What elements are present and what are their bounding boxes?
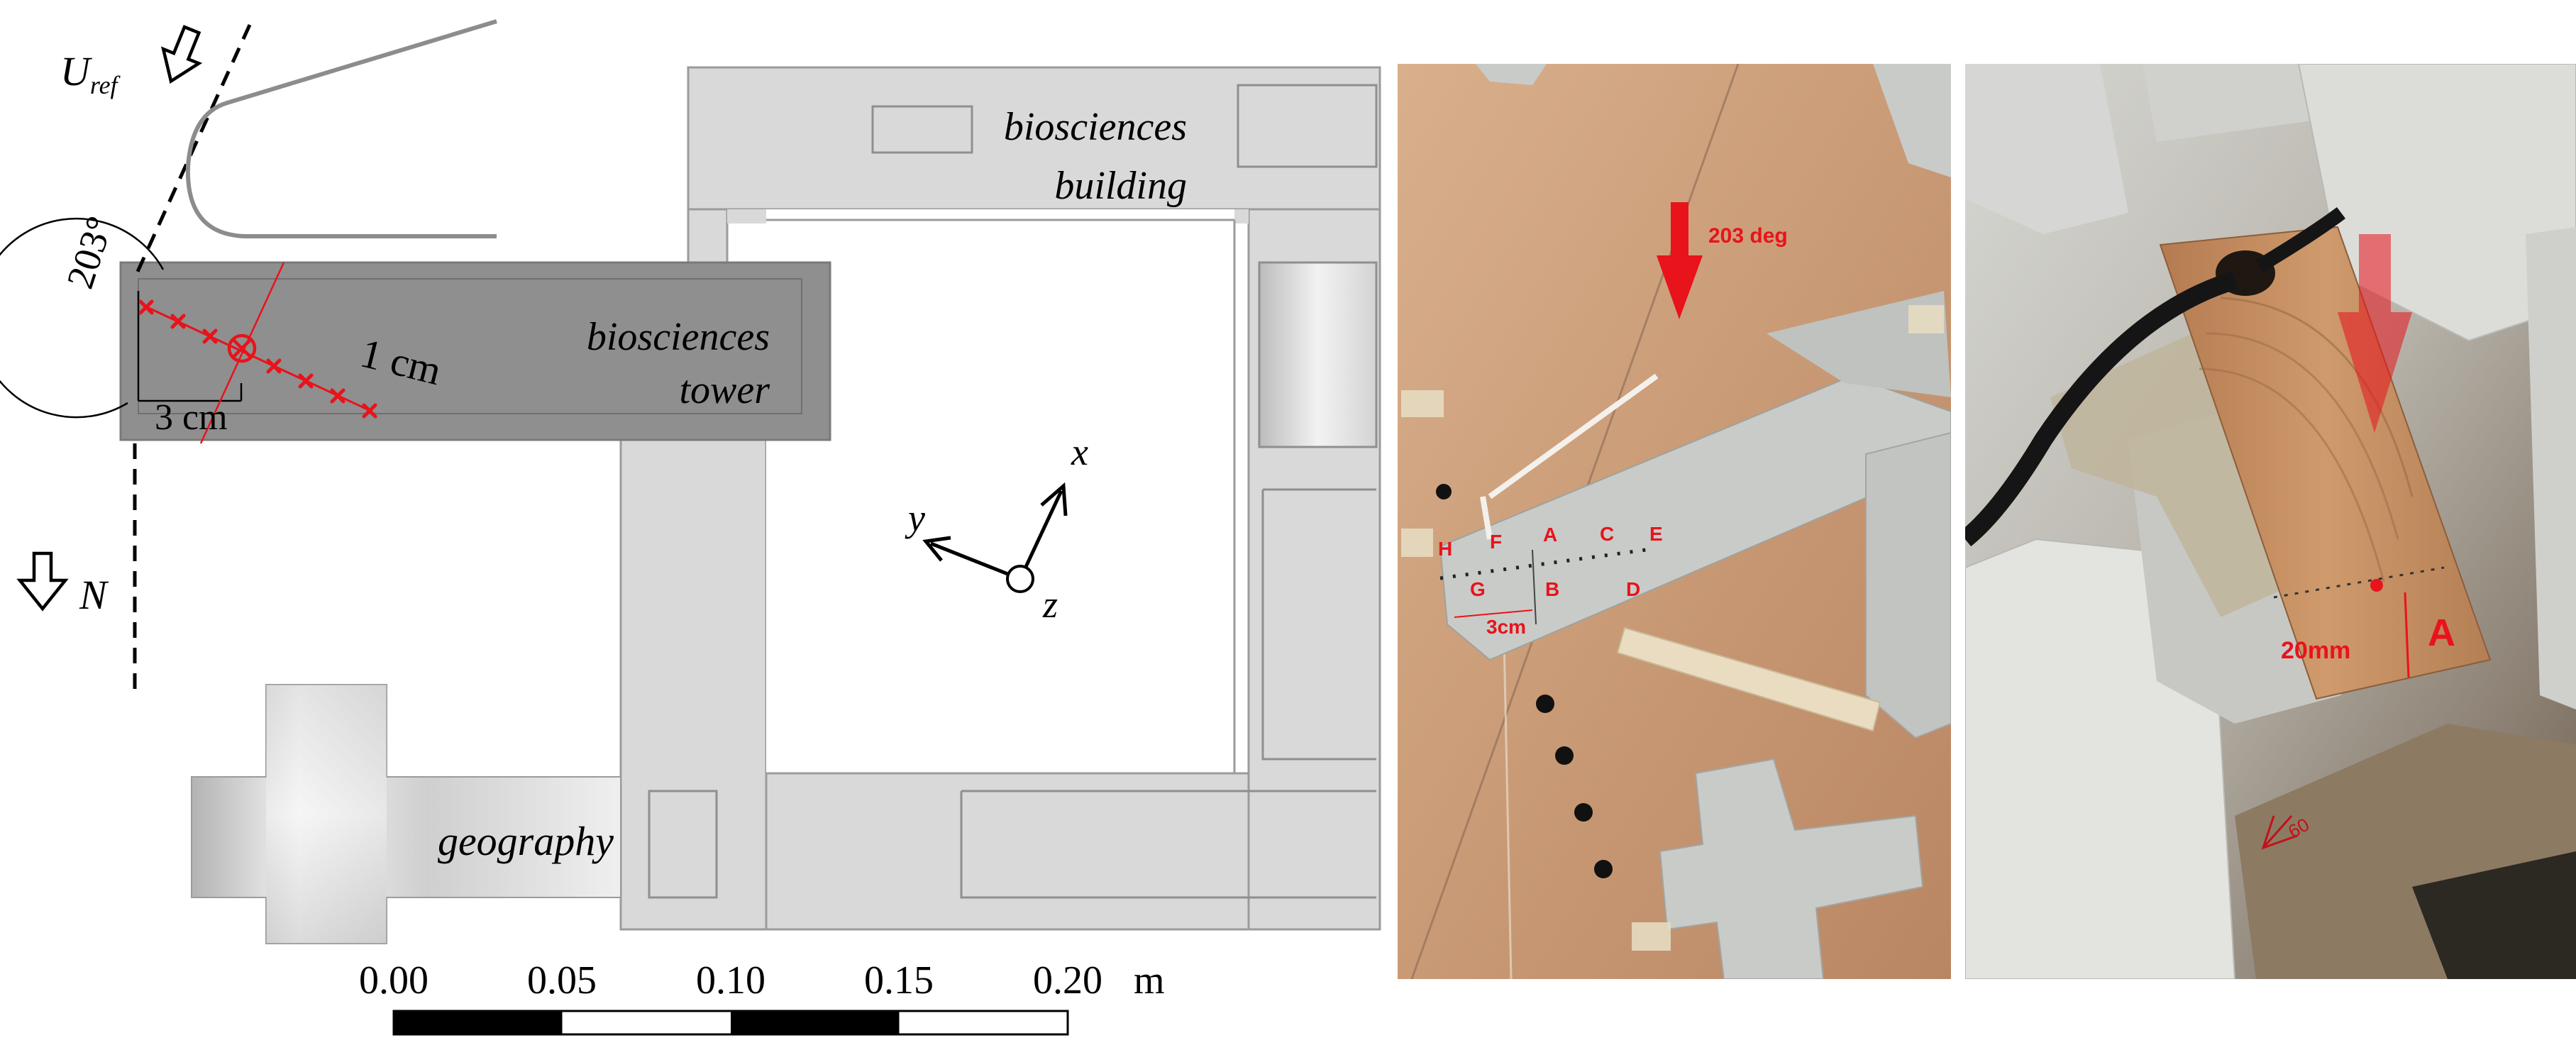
- wind-angle-label: 203°: [58, 211, 121, 294]
- axis-x-label: x: [1071, 431, 1088, 473]
- photo1-point-e: E: [1649, 523, 1663, 545]
- plan-diagram: Uref 203° N 3 cm 1 cm biosciences tower …: [0, 19, 1381, 1036]
- axis-z-label: z: [1042, 583, 1058, 626]
- measurement-points: [138, 262, 377, 444]
- wind-arrow-icon: [160, 25, 203, 84]
- scale-unit: m: [1134, 958, 1165, 1002]
- photo1-arrow-label: 203 deg: [1708, 224, 1788, 248]
- photo1-dimension: 3cm: [1486, 616, 1526, 638]
- scale-bar: [392, 1010, 1069, 1036]
- biosciences-tower-label-line1: biosciences: [587, 315, 770, 359]
- dimension-3cm-label: 3 cm: [155, 397, 228, 438]
- axis-y-label: y: [905, 497, 925, 539]
- scale-tick-3: 0.15: [864, 958, 934, 1002]
- biosciences-building-shape: [619, 66, 1381, 931]
- north-arrow-icon: [16, 551, 69, 612]
- photo1-point-g: G: [1470, 578, 1486, 600]
- photo2-point-a: A: [2428, 612, 2455, 654]
- scale-tick-4: 0.20: [1033, 958, 1102, 1002]
- geography-building-shape: [191, 684, 621, 944]
- north-label: N: [79, 572, 109, 618]
- cross-marker: [138, 299, 377, 419]
- wind-direction-geometry: [0, 19, 497, 692]
- scale-tick-0: 0.00: [359, 958, 429, 1002]
- photo2-dimension: 20mm: [2281, 637, 2350, 664]
- photo1-point-a: A: [1543, 524, 1557, 546]
- photo1-point-c: C: [1600, 523, 1614, 545]
- photo1-point-f: F: [1490, 531, 1502, 553]
- photo-timber-block: 20mm A 60: [1965, 64, 2576, 979]
- photo1-point-b: B: [1545, 578, 1559, 600]
- biosciences-building-label-line2: building: [1054, 164, 1187, 208]
- scale-tick-1: 0.05: [527, 958, 597, 1002]
- photo-measurement-points: 203 deg H F A C E G B D 3cm: [1398, 64, 1951, 979]
- geography-label: geography: [438, 818, 614, 864]
- photo1-point-h: H: [1438, 538, 1452, 560]
- photo1-point-d: D: [1626, 578, 1640, 600]
- coordinate-axes: [922, 482, 1068, 593]
- biosciences-tower-label-line2: tower: [679, 368, 770, 412]
- circled-cross-marker-a: [227, 333, 257, 363]
- biosciences-building-label-line1: biosciences: [1004, 105, 1187, 149]
- scale-tick-2: 0.10: [696, 958, 765, 1002]
- wind-reference-label: Uref: [60, 48, 121, 99]
